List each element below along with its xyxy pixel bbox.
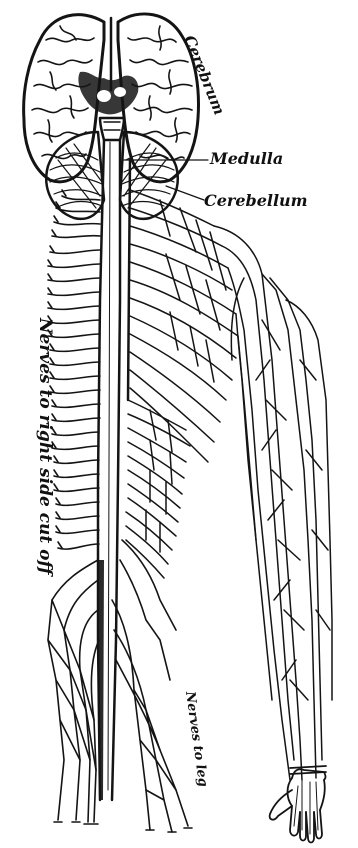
hand <box>270 766 326 843</box>
label-nerves-right-side: Nerves to right side cut off <box>35 317 55 578</box>
lumbar-plexus <box>48 540 192 832</box>
medulla <box>100 118 124 140</box>
label-cerebrum: Cerebrum <box>180 33 228 118</box>
label-medulla: Medulla <box>209 149 283 168</box>
brachial-plexus <box>126 190 238 578</box>
cerebellum <box>46 132 177 219</box>
spinal-cord <box>98 140 130 800</box>
label-cerebellum: Cerebellum <box>204 191 308 210</box>
arm-nerves <box>214 226 332 780</box>
label-nerves-to-leg: Nerves to leg <box>182 689 210 787</box>
